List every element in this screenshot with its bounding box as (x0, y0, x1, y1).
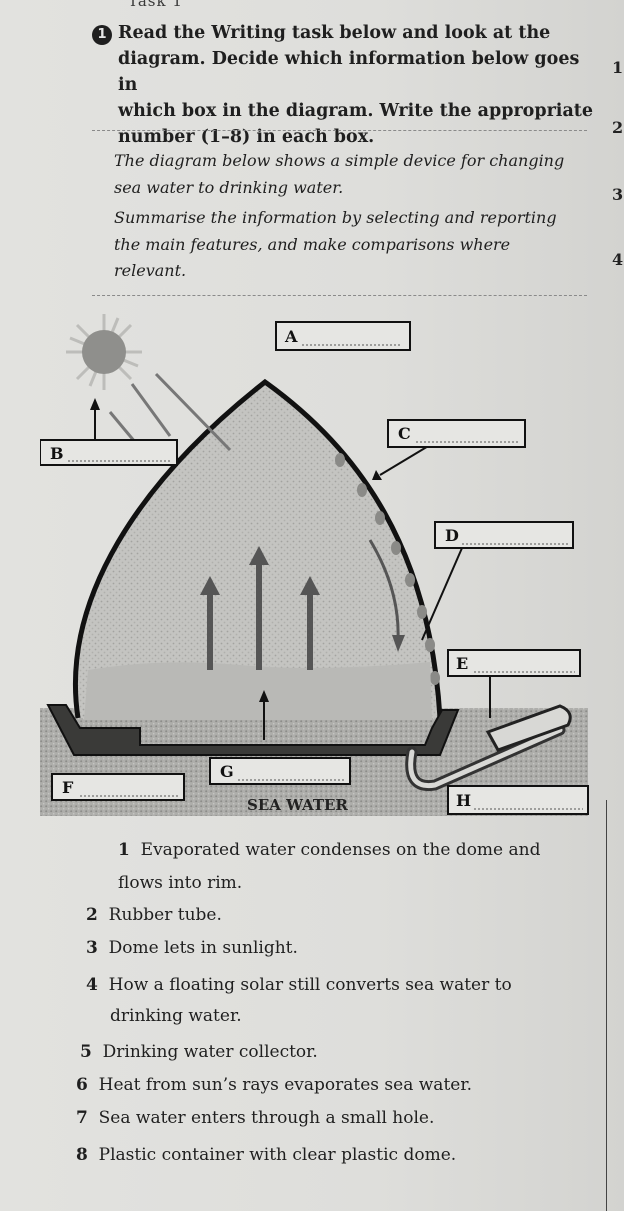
label-box-h: H (447, 785, 589, 815)
writing-task-box: The diagram below shows a simple device … (92, 130, 587, 296)
option-item: 5 Drinking water collector. (80, 1042, 318, 1062)
arrow-head-icon (372, 470, 382, 480)
task-line: the main features, and make comparisons … (114, 235, 511, 254)
solar-still-diagram: A B C D E F G (40, 314, 589, 816)
instruction-line: Read the Writing task below and look at … (118, 23, 551, 43)
option-item: 7 Sea water enters through a small hole. (76, 1108, 435, 1128)
instruction-line: diagram. Decide which information below … (118, 49, 580, 95)
label-box-c: C (387, 419, 526, 448)
svg-text:G: G (220, 762, 234, 781)
evaporation-arrows (200, 546, 320, 670)
svg-text:C: C (398, 424, 411, 443)
option-item: 8 Plastic container with clear plastic d… (76, 1145, 457, 1165)
task-line: The diagram below shows a simple device … (114, 151, 565, 170)
option-item-continued: flows into rim. (118, 873, 243, 893)
label-box-e: E (447, 649, 581, 677)
svg-text:A: A (284, 327, 298, 346)
svg-text:H: H (456, 791, 471, 810)
instruction-line: which box in the diagram. Write the appr… (118, 101, 594, 121)
option-item: 2 Rubber tube. (86, 905, 222, 925)
option-item: 3 Dome lets in sunlight. (86, 938, 298, 958)
label-box-g: G (209, 757, 351, 785)
label-box-f: F (51, 773, 185, 801)
option-item: 1 Evaporated water condenses on the dome… (118, 840, 541, 860)
label-box-b: B (40, 439, 178, 466)
condensation-droplets (335, 453, 440, 685)
label-box-d: D (434, 521, 574, 549)
svg-text:D: D (445, 526, 459, 545)
option-item: 6 Heat from sun’s rays evaporates sea wa… (76, 1075, 473, 1095)
margin-number: 1 (612, 58, 624, 77)
water-collector (485, 704, 572, 752)
svg-text:F: F (62, 778, 74, 797)
instructions: Read the Writing task below and look at … (118, 20, 598, 150)
option-item: 4 How a floating solar still converts se… (86, 975, 512, 995)
down-arrow-icon (368, 539, 405, 652)
exercise-number-badge: 1 (92, 25, 112, 45)
sun-icon (66, 314, 142, 390)
inner-water (84, 662, 432, 720)
up-arrow-icon (259, 690, 269, 740)
label-box-a: A (275, 321, 411, 351)
sea-water-label: SEA WATER (247, 796, 348, 814)
task-header: Task 1 (128, 0, 183, 10)
margin-number: 2 (612, 118, 624, 137)
margin-number: 4 (612, 250, 624, 269)
margin-number: 3 (612, 185, 624, 204)
task-line: relevant. (114, 261, 187, 280)
task-line: sea water to drinking water. (114, 178, 344, 197)
svg-text:B: B (50, 444, 64, 463)
page-edge-line (606, 800, 607, 1211)
instruction-line: number (1–8) in each box. (118, 127, 375, 147)
option-item-continued: drinking water. (110, 1006, 242, 1026)
task-line: Summarise the information by selecting a… (114, 208, 557, 227)
svg-text:E: E (456, 654, 468, 673)
up-arrow-icon (90, 398, 100, 440)
